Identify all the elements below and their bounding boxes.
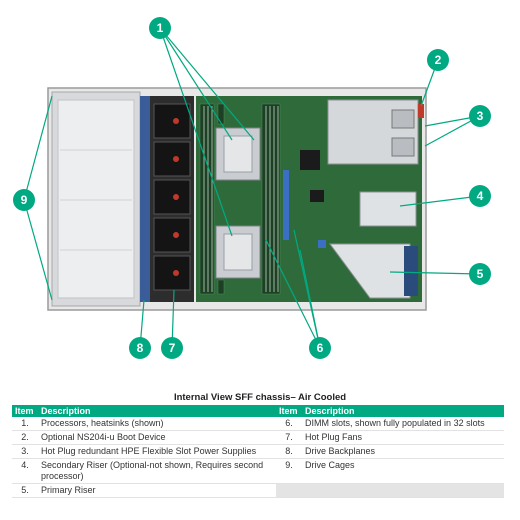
table-row: 2. Optional NS204i-u Boot Device 7. Hot … — [12, 431, 504, 445]
boot-device — [418, 104, 424, 118]
drive-cage-panel — [58, 100, 134, 298]
drive-backplane — [140, 96, 150, 302]
item-number: 5. — [12, 484, 38, 498]
secondary-riser — [360, 192, 416, 226]
air-baffle — [283, 170, 289, 240]
item-description: Primary Riser — [38, 484, 276, 498]
item-description: DIMM slots, shown fully populated in 32 … — [302, 417, 504, 431]
item-number: 9. — [276, 459, 302, 484]
header-item-right: Item — [276, 405, 302, 417]
empty-cell — [302, 484, 504, 498]
callout-7: 7 — [161, 337, 183, 359]
item-description: Drive Cages — [302, 459, 504, 484]
callout-1: 1 — [149, 17, 171, 39]
table-row: 3. Hot Plug redundant HPE Flexible Slot … — [12, 445, 504, 459]
empty-cell — [276, 484, 302, 498]
table-row: 4. Secondary Riser (Optional-not shown, … — [12, 459, 504, 484]
item-number: 1. — [12, 417, 38, 431]
callout-5: 5 — [469, 263, 491, 285]
callout-4: 4 — [469, 185, 491, 207]
item-description: Processors, heatsinks (shown) — [38, 417, 276, 431]
figure-caption: Internal View SFF chassis– Air Cooled — [0, 392, 520, 403]
callout-9: 9 — [13, 189, 35, 211]
item-number: 3. — [12, 445, 38, 459]
table-header-row: Item Description Item Description — [12, 405, 504, 417]
item-number: 8. — [276, 445, 302, 459]
callout-6: 6 — [309, 337, 331, 359]
callout-2: 2 — [427, 49, 449, 71]
chassis-diagram: 1 2 3 4 5 6 7 8 9 — [0, 0, 520, 378]
item-number: 6. — [276, 417, 302, 431]
table-row: 1. Processors, heatsinks (shown) 6. DIMM… — [12, 417, 504, 431]
item-number: 2. — [12, 431, 38, 445]
legend-table: Item Description Item Description 1. Pro… — [12, 405, 504, 498]
header-description-left: Description — [38, 405, 276, 417]
item-description: Secondary Riser (Optional-not shown, Req… — [38, 459, 276, 484]
item-description: Drive Backplanes — [302, 445, 504, 459]
item-number: 7. — [276, 431, 302, 445]
header-description-right: Description — [302, 405, 504, 417]
item-description: Hot Plug redundant HPE Flexible Slot Pow… — [38, 445, 276, 459]
header-item-left: Item — [12, 405, 38, 417]
item-number: 4. — [12, 459, 38, 484]
callout-3: 3 — [469, 105, 491, 127]
table-row: 5. Primary Riser — [12, 484, 504, 498]
item-description: Hot Plug Fans — [302, 431, 504, 445]
callout-8: 8 — [129, 337, 151, 359]
item-description: Optional NS204i-u Boot Device — [38, 431, 276, 445]
